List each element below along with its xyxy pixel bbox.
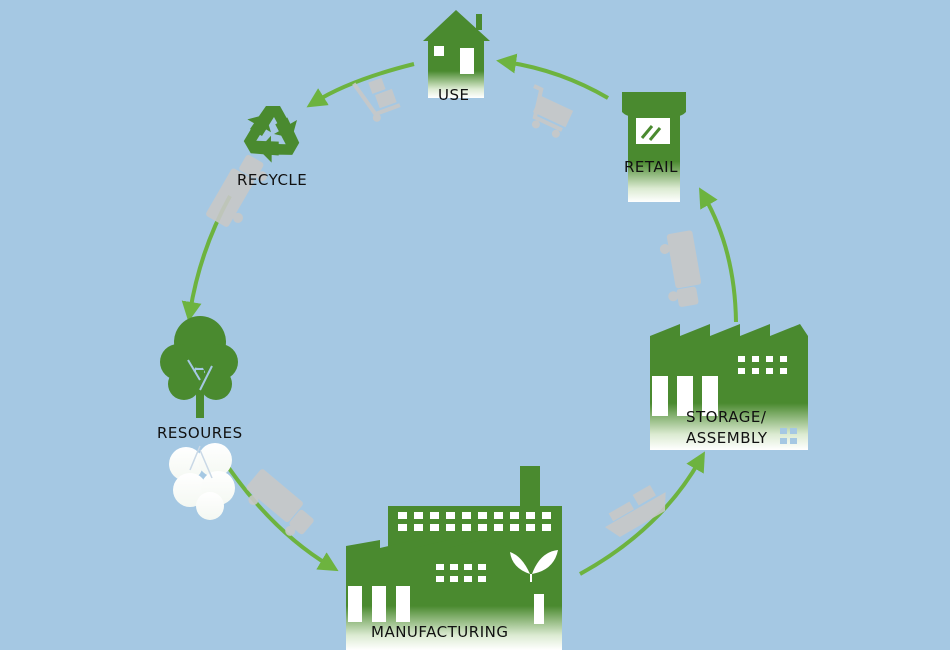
retail-shop-icon [622,92,686,202]
tree-icon [160,316,238,520]
stage-label-use: USE [438,86,470,104]
recycle-icon [243,106,300,163]
stage-label-recycle: RECYCLE [237,171,308,189]
transport-icons [206,77,702,537]
arrow-resources-to-manufacturing [220,456,339,572]
dolly-icon [352,77,401,122]
stage-label-retail: RETAIL [624,158,678,176]
arrow-manufacturing-to-storage [579,451,705,576]
stage-label-resources: RESOURES [157,424,243,442]
ship-icon [605,485,666,537]
manufacturing-factory-icon [346,466,562,650]
shopping-cart-icon [531,84,574,138]
use-house-icon [423,10,490,98]
stage-label-storage: STORAGE/ [686,408,767,426]
storage-warehouse-icon [650,324,808,450]
arrow-storage-to-retail [699,187,738,323]
arrow-retail-to-use [496,53,610,100]
truck-icon [206,155,267,227]
truck-icon [246,469,314,536]
stage-label-assembly: ASSEMBLY [686,429,768,447]
leaf-icon [510,550,558,582]
arrow-use-to-recycle [306,62,415,108]
stage-label-manufacturing: MANUFACTURING [371,623,509,641]
truck-icon [659,230,702,307]
